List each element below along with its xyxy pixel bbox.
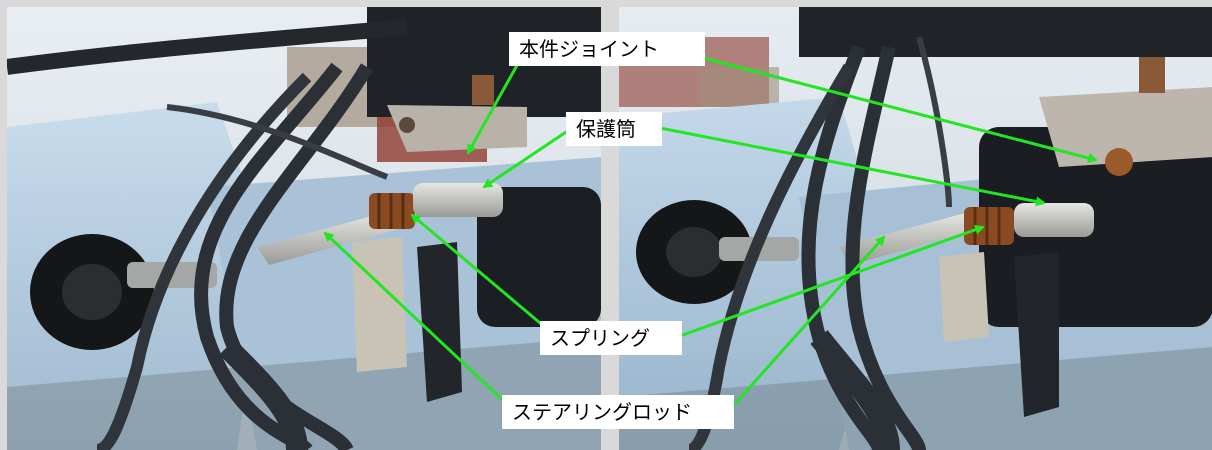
spring: [964, 207, 1014, 245]
photo-right: [619, 7, 1212, 450]
photo-left-illustration: [7, 7, 601, 450]
cable: [219, 339, 308, 450]
cable: [96, 72, 312, 450]
wire: [166, 104, 389, 180]
engine-housing: [799, 7, 1212, 57]
joint-knob: [1105, 148, 1133, 176]
bolt: [1139, 57, 1165, 93]
label-joint: 本件ジョイント: [509, 32, 705, 66]
bolt: [472, 75, 494, 105]
background-structure: [699, 67, 779, 107]
photo-left: [7, 7, 601, 450]
tiller-arm: [1014, 252, 1059, 417]
label-spring: スプリング: [540, 321, 682, 355]
label-guard: 保護筒: [566, 112, 662, 146]
arm-plate: [939, 252, 989, 342]
guard-tube: [413, 183, 503, 217]
label-rod: ステアリングロッド: [502, 395, 734, 429]
photo-right-illustration: [619, 7, 1212, 450]
guard-tube: [1014, 203, 1094, 237]
cable: [7, 19, 408, 75]
arm-plate: [352, 237, 407, 372]
deck-floor: [619, 347, 1212, 450]
cable: [194, 62, 343, 450]
bracket-hole: [399, 117, 415, 133]
